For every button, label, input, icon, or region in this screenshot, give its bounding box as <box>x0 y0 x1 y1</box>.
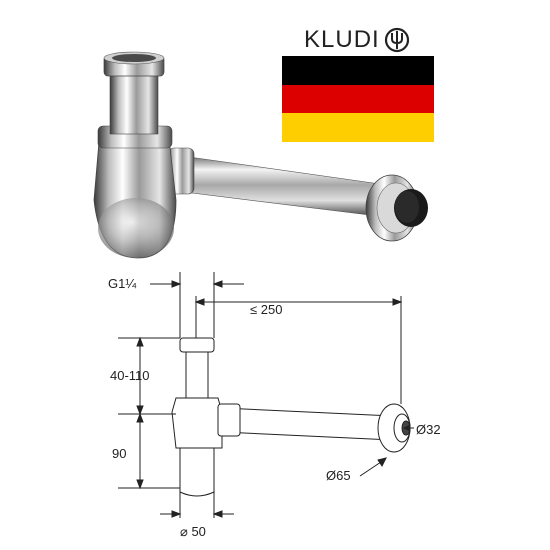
technical-drawing: G1¼ ≤ 250 40-110 90 Ø32 Ø65 ⌀ 50 <box>108 272 441 539</box>
photo-upper-tube <box>103 51 165 135</box>
height-adjust-label: 40-110 <box>110 368 150 383</box>
rosette-diameter-label: Ø65 <box>326 468 351 483</box>
brand-logo: KLUDI <box>304 24 410 56</box>
product-photo <box>93 51 428 259</box>
flag-stripe-black <box>282 56 434 85</box>
drawing-trap-outline <box>171 337 411 497</box>
photo-horizontal-pipe <box>167 153 381 217</box>
photo-wall-rosette <box>365 174 428 242</box>
flag-stripe-red <box>282 84 434 114</box>
body-diameter-label: ⌀ 50 <box>180 524 206 539</box>
faucet-circle-logo-icon <box>384 27 409 53</box>
bottle-height-label: 90 <box>112 446 126 461</box>
brand-name: KLUDI <box>304 26 380 53</box>
germany-flag <box>282 56 434 143</box>
thread-size-label: G1¼ <box>108 276 136 291</box>
photo-bottle-body <box>93 125 177 259</box>
flag-stripe-gold <box>282 113 434 143</box>
reach-dimension-label: ≤ 250 <box>250 302 282 317</box>
pipe-diameter-label: Ø32 <box>416 422 441 437</box>
